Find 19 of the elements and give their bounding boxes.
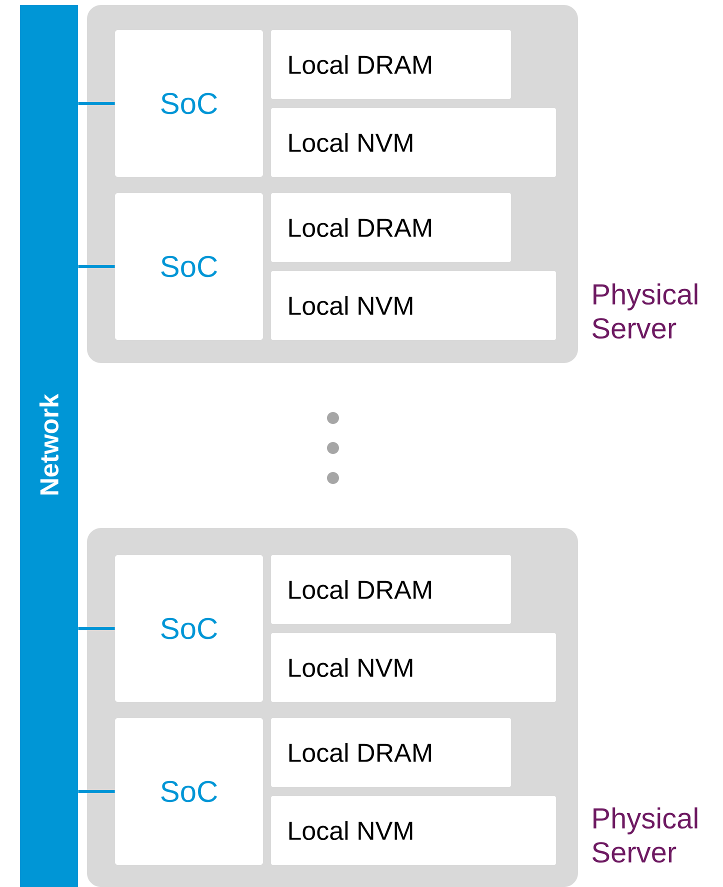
- connector-line: [78, 265, 115, 268]
- memory-box: Local NVM: [271, 108, 556, 177]
- memory-box: Local DRAM: [271, 30, 511, 100]
- soc-box: SoC: [115, 555, 263, 702]
- server-label: Physical Server: [592, 807, 698, 863]
- memory-box: Local NVM: [271, 796, 556, 865]
- memory-box: Local DRAM: [271, 718, 511, 787]
- soc-box: SoC: [115, 193, 263, 340]
- connector-line: [78, 790, 115, 793]
- soc-box: SoC: [115, 30, 263, 177]
- server-label: Physical Server: [592, 283, 698, 339]
- memory-box: Local DRAM: [271, 193, 511, 262]
- memory-box: Local NVM: [271, 633, 556, 702]
- connector-line: [78, 627, 115, 630]
- soc-box: SoC: [115, 718, 263, 865]
- memory-box: Local DRAM: [271, 555, 511, 624]
- network-bar: Network: [20, 5, 78, 887]
- memory-box: Local NVM: [271, 271, 556, 340]
- connector-line: [78, 102, 115, 105]
